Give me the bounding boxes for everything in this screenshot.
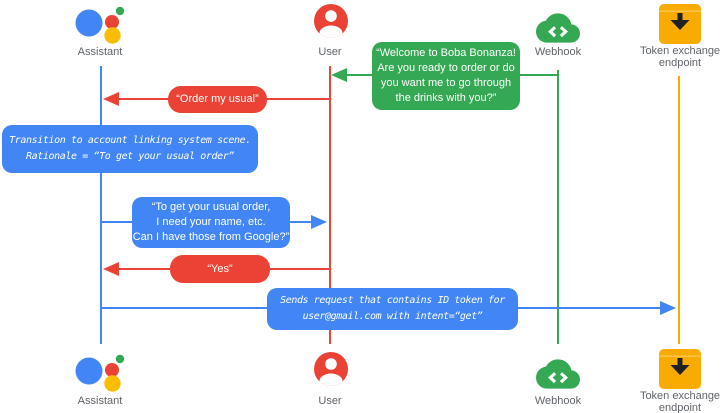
token-endpoint-label-top: Token exchange endpoint [639,45,721,69]
arrowhead-left-icon [103,262,119,276]
assistant-label-bottom: Assistant [77,395,123,407]
arrowhead-left-icon [103,92,119,106]
ask-permission-bubble: “To get your usual order, I need your na… [132,197,290,248]
webhook-label-top: Webhook [534,46,582,58]
user-lifeline [329,66,331,344]
send-request-bubble: Sends request that contains ID token for… [267,288,518,330]
user-label-bottom: User [318,395,342,407]
assistant-lifeline [100,66,102,344]
token-endpoint-icon [659,349,701,394]
token-endpoint-label-bottom: Token exchange endpoint [639,390,721,413]
token-endpoint-icon [659,4,701,49]
user-icon [313,3,349,44]
webhook-cloud-icon [528,352,588,401]
transition-note-bubble: Transition to account linking system sce… [2,125,258,173]
webhook-cloud-icon [528,6,588,55]
token-endpoint-lifeline [678,76,680,344]
order-my-usual-bubble: “Order my usual” [168,86,267,113]
user-label-top: User [318,46,342,58]
arrowhead-right-icon [660,301,676,315]
welcome-message-bubble: “Welcome to Boba Bonanza! Are you ready … [372,42,520,110]
google-assistant-icon [72,2,130,51]
assistant-label-top: Assistant [77,46,123,58]
google-assistant-icon [72,350,130,399]
user-icon [313,351,349,392]
webhook-label-bottom: Webhook [534,395,582,407]
arrowhead-right-icon [311,215,327,229]
yes-bubble: “Yes” [170,255,270,283]
arrowhead-left-icon [331,68,347,82]
webhook-lifeline [557,70,559,344]
